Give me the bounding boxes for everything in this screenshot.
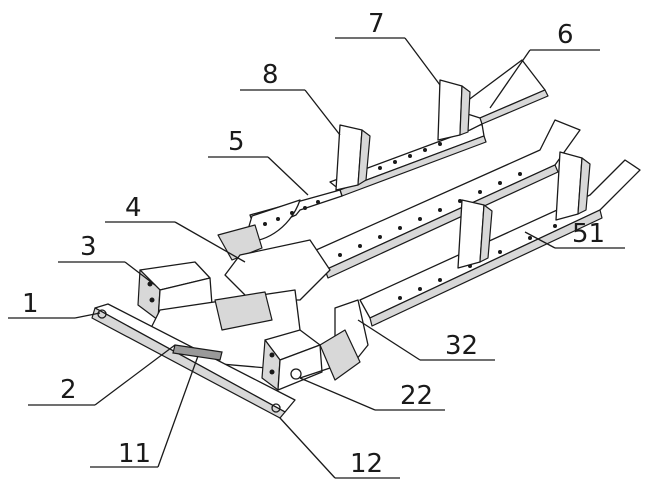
bracket-7: [438, 80, 470, 140]
label-4: 4: [125, 193, 142, 223]
bracket-8: [336, 125, 370, 190]
label-12: 12: [350, 449, 383, 479]
label-3: 3: [80, 232, 97, 262]
label-1: 1: [22, 289, 39, 319]
label-7: 7: [368, 9, 385, 39]
label-5: 5: [228, 127, 245, 157]
label-22: 22: [400, 381, 433, 411]
label-51: 51: [572, 219, 605, 249]
label-8: 8: [262, 60, 279, 90]
label-32: 32: [445, 331, 478, 361]
label-6: 6: [557, 20, 574, 50]
label-2: 2: [60, 375, 77, 405]
label-11: 11: [118, 439, 151, 469]
